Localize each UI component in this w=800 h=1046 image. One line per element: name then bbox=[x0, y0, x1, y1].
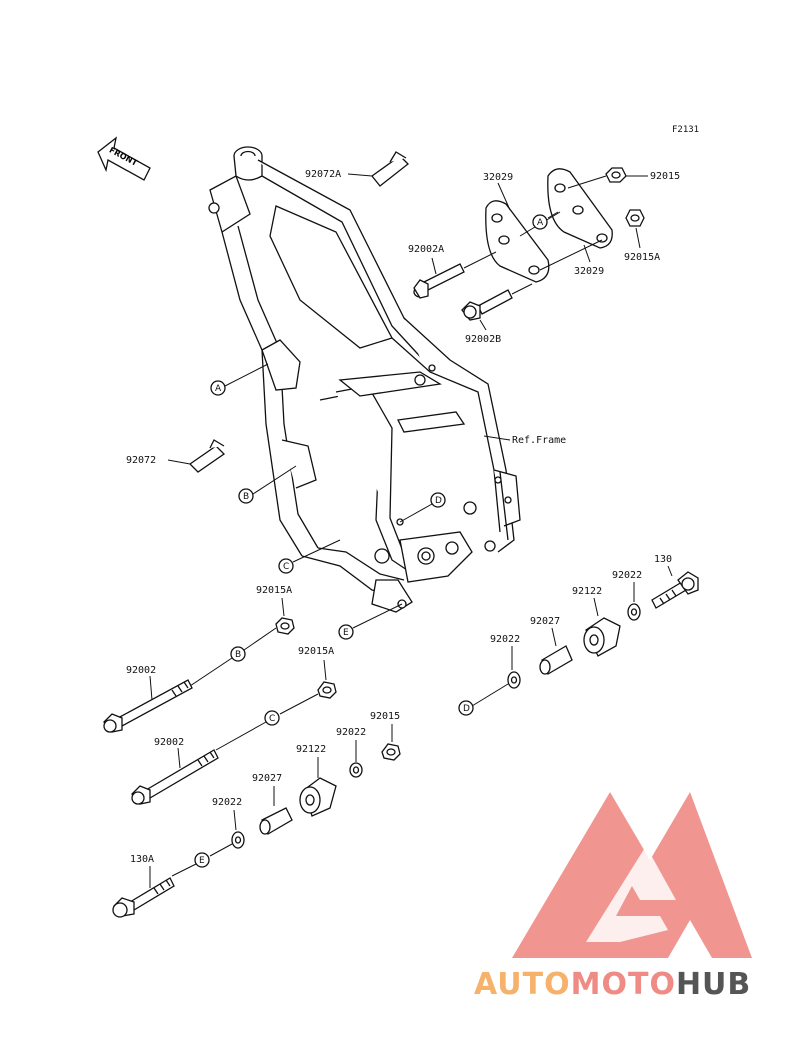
clamp-92072a bbox=[371, 151, 409, 187]
label-92027-r: 92027 bbox=[530, 616, 560, 627]
bolt-130 bbox=[651, 571, 699, 609]
svg-text:B: B bbox=[243, 492, 249, 502]
svg-text:C: C bbox=[269, 714, 275, 724]
marker-e-frame: E bbox=[338, 624, 354, 640]
front-arrow-icon: FRONT bbox=[97, 136, 151, 181]
washer-92022-low bbox=[349, 762, 363, 778]
collar-92122-r bbox=[583, 617, 621, 657]
svg-text:E: E bbox=[343, 628, 349, 638]
marker-b-lower: B bbox=[230, 646, 246, 662]
svg-text:C: C bbox=[283, 562, 289, 572]
bracket-32029-rear bbox=[547, 168, 613, 249]
svg-text:A: A bbox=[537, 218, 544, 228]
label-92027-low: 92027 bbox=[252, 773, 282, 784]
bolt-92002b bbox=[461, 289, 513, 321]
motorcycle-frame bbox=[208, 146, 521, 613]
label-92002b: 92002B bbox=[465, 334, 501, 345]
clamp-92072 bbox=[188, 439, 226, 473]
svg-text:D: D bbox=[435, 496, 442, 506]
label-92015-low: 92015 bbox=[370, 711, 400, 722]
marker-d-frame: D bbox=[430, 492, 446, 508]
nut-92015-top bbox=[605, 167, 627, 183]
nut-92015a-a bbox=[275, 617, 295, 635]
marker-b-frame: B bbox=[238, 488, 254, 504]
marker-a-frame: A bbox=[210, 380, 226, 396]
label-92022-left: 92022 bbox=[212, 797, 242, 808]
svg-text:AUTOMOTOHUB: AUTOMOTOHUB bbox=[474, 967, 751, 1002]
label-92002-a: 92002 bbox=[126, 665, 156, 676]
label-92122-low: 92122 bbox=[296, 744, 326, 755]
bolt-92002-b bbox=[131, 749, 219, 805]
spacer-92027-low bbox=[259, 807, 293, 835]
label-92002-b: 92002 bbox=[154, 737, 184, 748]
ref-frame-label: Ref.Frame bbox=[512, 435, 566, 446]
marker-e-lower: E bbox=[194, 852, 210, 868]
label-92015a-right: 92015A bbox=[624, 252, 660, 263]
label-92122-r: 92122 bbox=[572, 586, 602, 597]
nut-92015a-b bbox=[317, 681, 337, 699]
nut-92015-low bbox=[381, 743, 401, 761]
spacer-92027-r bbox=[539, 645, 573, 675]
ref-code: F2131 bbox=[672, 125, 699, 135]
bolt-92002-a bbox=[103, 679, 193, 733]
bracket-32029-front bbox=[485, 200, 550, 283]
label-130a: 130A bbox=[130, 854, 154, 865]
watermark-word-auto: AUTO bbox=[474, 967, 571, 1002]
nut-92015a-right bbox=[625, 209, 645, 227]
marker-c-lower: C bbox=[264, 710, 280, 726]
washer-92022-r2 bbox=[507, 671, 521, 689]
watermark-word-hub: HUB bbox=[676, 967, 751, 1002]
label-92022-r2: 92022 bbox=[490, 634, 520, 645]
label-92015a-a: 92015A bbox=[256, 585, 292, 596]
label-92022-r1: 92022 bbox=[612, 570, 642, 581]
automotohub-watermark-logo: AUTOMOTOHUB bbox=[474, 792, 752, 1002]
svg-text:B: B bbox=[235, 650, 241, 660]
svg-text:D: D bbox=[463, 704, 470, 714]
washer-92022-left bbox=[231, 831, 245, 849]
bolt-92002a bbox=[413, 263, 465, 299]
label-92072a: 92072A bbox=[305, 169, 341, 180]
label-92015a-b: 92015A bbox=[298, 646, 334, 657]
collar-92122-low bbox=[299, 777, 337, 817]
marker-d-lower: D bbox=[458, 700, 474, 716]
label-32029-mid: 32029 bbox=[574, 266, 604, 277]
label-92015-top: 92015 bbox=[650, 171, 680, 182]
marker-c-frame: C bbox=[278, 558, 294, 574]
label-130: 130 bbox=[654, 554, 672, 565]
watermark-word-moto: MOTO bbox=[571, 967, 676, 1002]
svg-text:E: E bbox=[199, 856, 205, 866]
washer-92022-r1 bbox=[627, 603, 641, 621]
label-92022-low: 92022 bbox=[336, 727, 366, 738]
svg-text:A: A bbox=[215, 384, 222, 394]
label-92072: 92072 bbox=[126, 455, 156, 466]
marker-a-top: A bbox=[532, 214, 548, 230]
bolt-130a bbox=[112, 877, 175, 918]
label-92002a: 92002A bbox=[408, 244, 444, 255]
label-32029-top: 32029 bbox=[483, 172, 513, 183]
